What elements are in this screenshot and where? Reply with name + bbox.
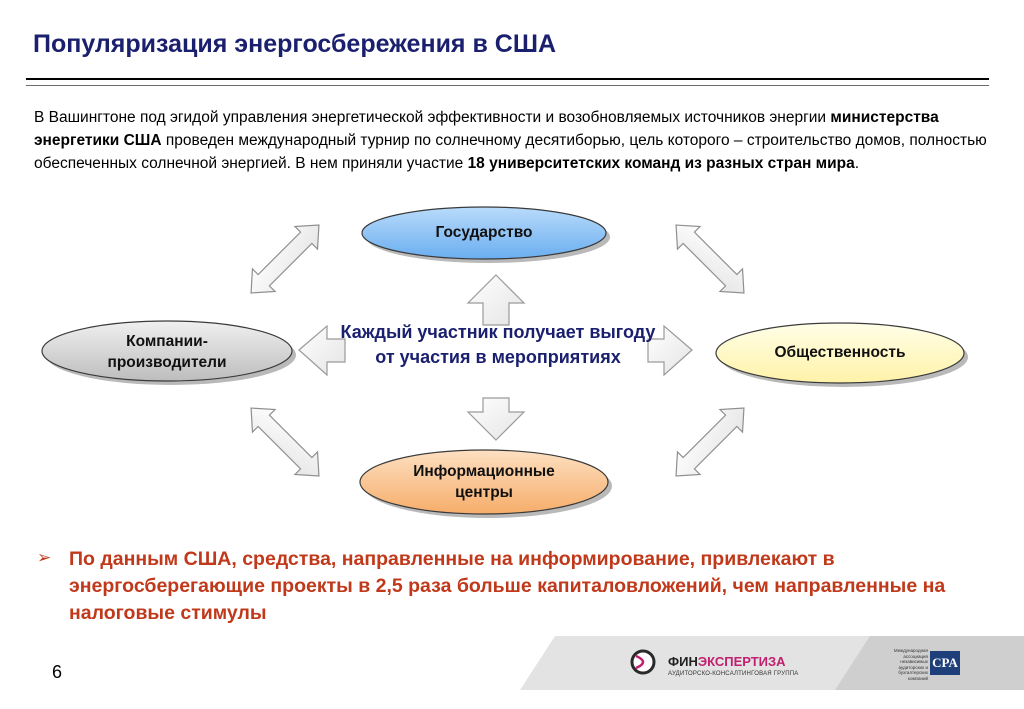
intro-text-2: проведен международный турнир по солнечн… [34,132,987,172]
page-number: 6 [52,662,63,682]
logo-suffix: ЭКСПЕРТИЗА [697,654,786,669]
logo-prefix: ФИН [668,654,698,669]
cpa-logo: CPA [930,651,960,675]
title-divider [26,78,989,80]
title-divider-thin [26,85,989,86]
cpa-note: Международная ассоциация независимых ауд… [893,648,928,681]
double-arrow-top-left [250,224,320,294]
intro-text-1: В Вашингтоне под эгидой управления энерг… [34,109,831,126]
double-arrow-top-right [675,224,745,294]
finexpertiza-logo-icon [630,649,656,675]
key-finding-text: По данным США, средства, направленные на… [69,548,946,624]
arrow-down-center [466,397,526,441]
double-arrow-bottom-right [675,407,745,477]
intro-paragraph: В Вашингтоне под эгидой управления энерг… [34,106,994,175]
node-left-label: Компании-производители [107,333,227,371]
diagram-center-text: Каждый участник получает выгоду от участ… [340,322,656,367]
bullet-arrow-icon: ➢ [37,548,52,567]
arrow-left-center [298,324,346,377]
node-top-shape [361,206,607,260]
arrow-right-center [647,324,693,377]
double-arrow-bottom-left [250,407,320,477]
arrow-up-center [466,274,526,326]
logo-subtitle: АУДИТОРСКО-КОНСАЛТИНГОВАЯ ГРУППА [668,671,799,677]
intro-text-3: . [854,155,860,172]
intro-bold-1: министерства энергетики США [34,109,939,149]
slide-title: Популяризация энергосбережения в США [33,30,557,58]
node-top-label: Государство [435,224,533,241]
node-right-shape [715,322,965,384]
finexpertiza-logo-text: ФИНЭКСПЕРТИЗА [668,654,786,669]
node-bottom-shape [359,449,609,515]
node-right-label: Общественность [774,344,906,361]
intro-bold-2: 18 университетских команд из разных стра… [467,155,855,172]
node-bottom-label: Информационные центры [413,463,555,501]
node-left-shape [41,320,293,382]
